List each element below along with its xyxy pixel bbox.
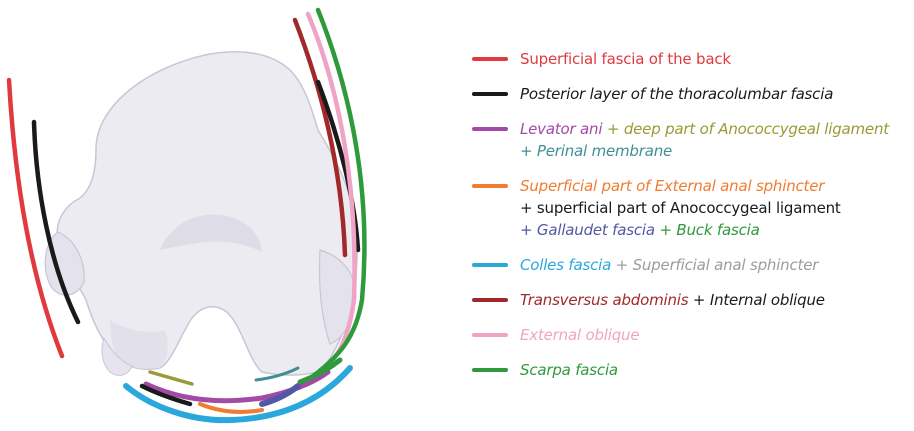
legend-term: Scarpa fascia xyxy=(520,361,618,379)
legend-term: + deep part of Anococcygeal ligament xyxy=(602,120,889,138)
legend-swatch xyxy=(472,184,508,188)
legend-swatch xyxy=(472,333,508,337)
legend-swatch xyxy=(472,298,508,302)
legend-text: + superficial part of Anococcygeal ligam… xyxy=(520,197,908,219)
legend-term: + Superficial anal sphincter xyxy=(611,256,818,274)
legend-term: + Internal oblique xyxy=(688,291,824,309)
legend-term: Superficial part of External anal sphinc… xyxy=(520,177,824,195)
legend-swatch xyxy=(472,368,508,372)
legend-swatch xyxy=(472,92,508,96)
legend-term: External oblique xyxy=(520,326,639,344)
legend-entry: Scarpa fascia xyxy=(468,359,908,381)
legend-term: Posterior layer of the thoracolumbar fas… xyxy=(520,85,833,103)
legend-term: Colles fascia xyxy=(520,256,611,274)
legend-text: Scarpa fascia xyxy=(520,359,908,381)
legend-term: + Gallaudet fascia xyxy=(520,221,655,239)
fascia-line-superficial-sphincter xyxy=(200,404,262,412)
legend-entry: External oblique xyxy=(468,324,908,346)
legend-swatch xyxy=(472,127,508,131)
legend-text: Posterior layer of the thoracolumbar fas… xyxy=(520,83,908,105)
legend-text: Levator ani + deep part of Anococcygeal … xyxy=(520,118,908,140)
legend-term: Levator ani xyxy=(520,120,602,138)
legend-text: Colles fascia + Superficial anal sphinct… xyxy=(520,254,908,276)
legend-entry: Colles fascia + Superficial anal sphinct… xyxy=(468,254,908,276)
legend-swatch xyxy=(472,57,508,61)
pelvis-body xyxy=(57,52,357,375)
legend-term: + superficial part of Anococcygeal ligam… xyxy=(520,199,841,217)
legend-entry: Posterior layer of the thoracolumbar fas… xyxy=(468,83,908,105)
pelvis-illustration xyxy=(45,52,357,376)
legend-term: Superficial fascia of the back xyxy=(520,50,731,68)
legend: Superficial fascia of the back Posterior… xyxy=(468,48,908,381)
legend-text: + Perinal membrane xyxy=(520,140,908,162)
fascia-line-anococcygeal-deep xyxy=(150,372,192,384)
legend-entry: Transversus abdominis + Internal oblique xyxy=(468,289,908,311)
legend-text: Superficial fascia of the back xyxy=(520,48,908,70)
legend-text: + Gallaudet fascia + Buck fascia xyxy=(520,219,908,241)
legend-entry: Levator ani + deep part of Anococcygeal … xyxy=(468,118,908,162)
legend-term: + Buck fascia xyxy=(655,221,760,239)
legend-text: Transversus abdominis + Internal oblique xyxy=(520,289,908,311)
legend-term: Transversus abdominis xyxy=(520,291,688,309)
legend-term: + Perinal membrane xyxy=(520,142,672,160)
legend-entry: Superficial fascia of the back xyxy=(468,48,908,70)
legend-swatch xyxy=(472,263,508,267)
legend-entry: Superficial part of External anal sphinc… xyxy=(468,175,908,241)
legend-text: Superficial part of External anal sphinc… xyxy=(520,175,908,197)
legend-text: External oblique xyxy=(520,324,908,346)
